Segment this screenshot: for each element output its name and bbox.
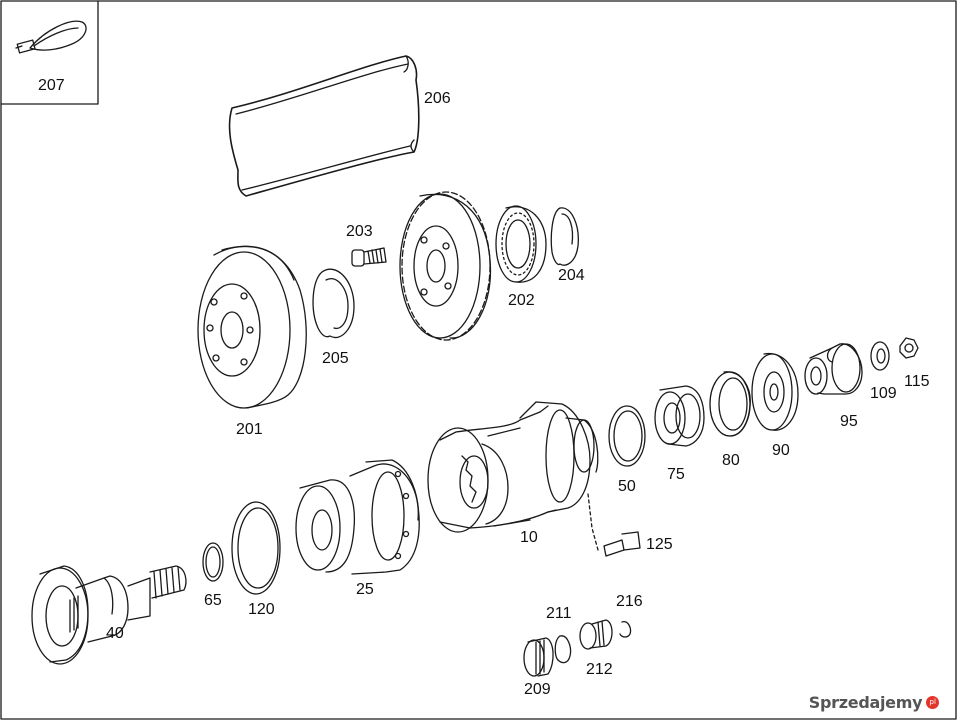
label-95: 95 [840,413,858,430]
label-209: 209 [524,681,551,698]
label-25: 25 [356,581,374,598]
label-125: 125 [646,536,673,553]
bolt-125 [587,493,641,557]
ring-65 [202,542,224,582]
cable-tie-207 [15,20,87,54]
inset-box-207 [0,0,99,105]
ring-120 [231,501,281,595]
snap-ring-211 [554,635,572,664]
label-109: 109 [870,385,897,402]
shaft-40 [31,565,187,665]
bushing-75 [654,385,705,447]
label-202: 202 [508,292,535,309]
bearing-202 [495,205,547,283]
label-205: 205 [322,350,349,367]
seal-ring-80 [709,371,751,437]
watermark-badge-icon: pl [926,695,940,709]
label-90: 90 [772,442,790,459]
label-204: 204 [558,267,585,284]
label-80: 80 [722,452,740,469]
label-216: 216 [616,593,643,610]
label-120: 120 [248,601,275,618]
label-115: 115 [904,373,930,390]
gear-wheel [399,191,492,341]
label-40: 40 [106,625,124,642]
bolt-203 [351,247,387,267]
snap-ring-205 [312,268,355,339]
carrier-25 [295,459,420,575]
clip-216 [619,621,632,638]
label-206: 206 [424,90,451,107]
nut-115 [899,337,919,359]
snap-ring-204 [550,207,579,266]
flange-95 [804,343,863,395]
needle-bearing-209 [523,637,554,677]
label-10: 10 [520,529,538,546]
watermark: Sprzedajemy pl [799,690,949,714]
label-75: 75 [667,466,685,483]
watermark-text: Sprzedajemy [808,692,923,712]
washer-109 [870,341,890,371]
ring-50 [608,405,646,467]
seal-kit-bag-206 [228,55,420,197]
label-203: 203 [346,223,373,240]
label-65: 65 [204,592,222,609]
label-212: 212 [586,661,613,678]
housing-10 [427,401,599,533]
label-211: 211 [546,605,572,622]
drum-201 [197,245,307,409]
label-50: 50 [618,478,636,495]
label-201: 201 [236,421,263,438]
gear-212 [579,619,613,650]
bearing-90 [751,352,799,431]
label-207: 207 [38,77,65,94]
